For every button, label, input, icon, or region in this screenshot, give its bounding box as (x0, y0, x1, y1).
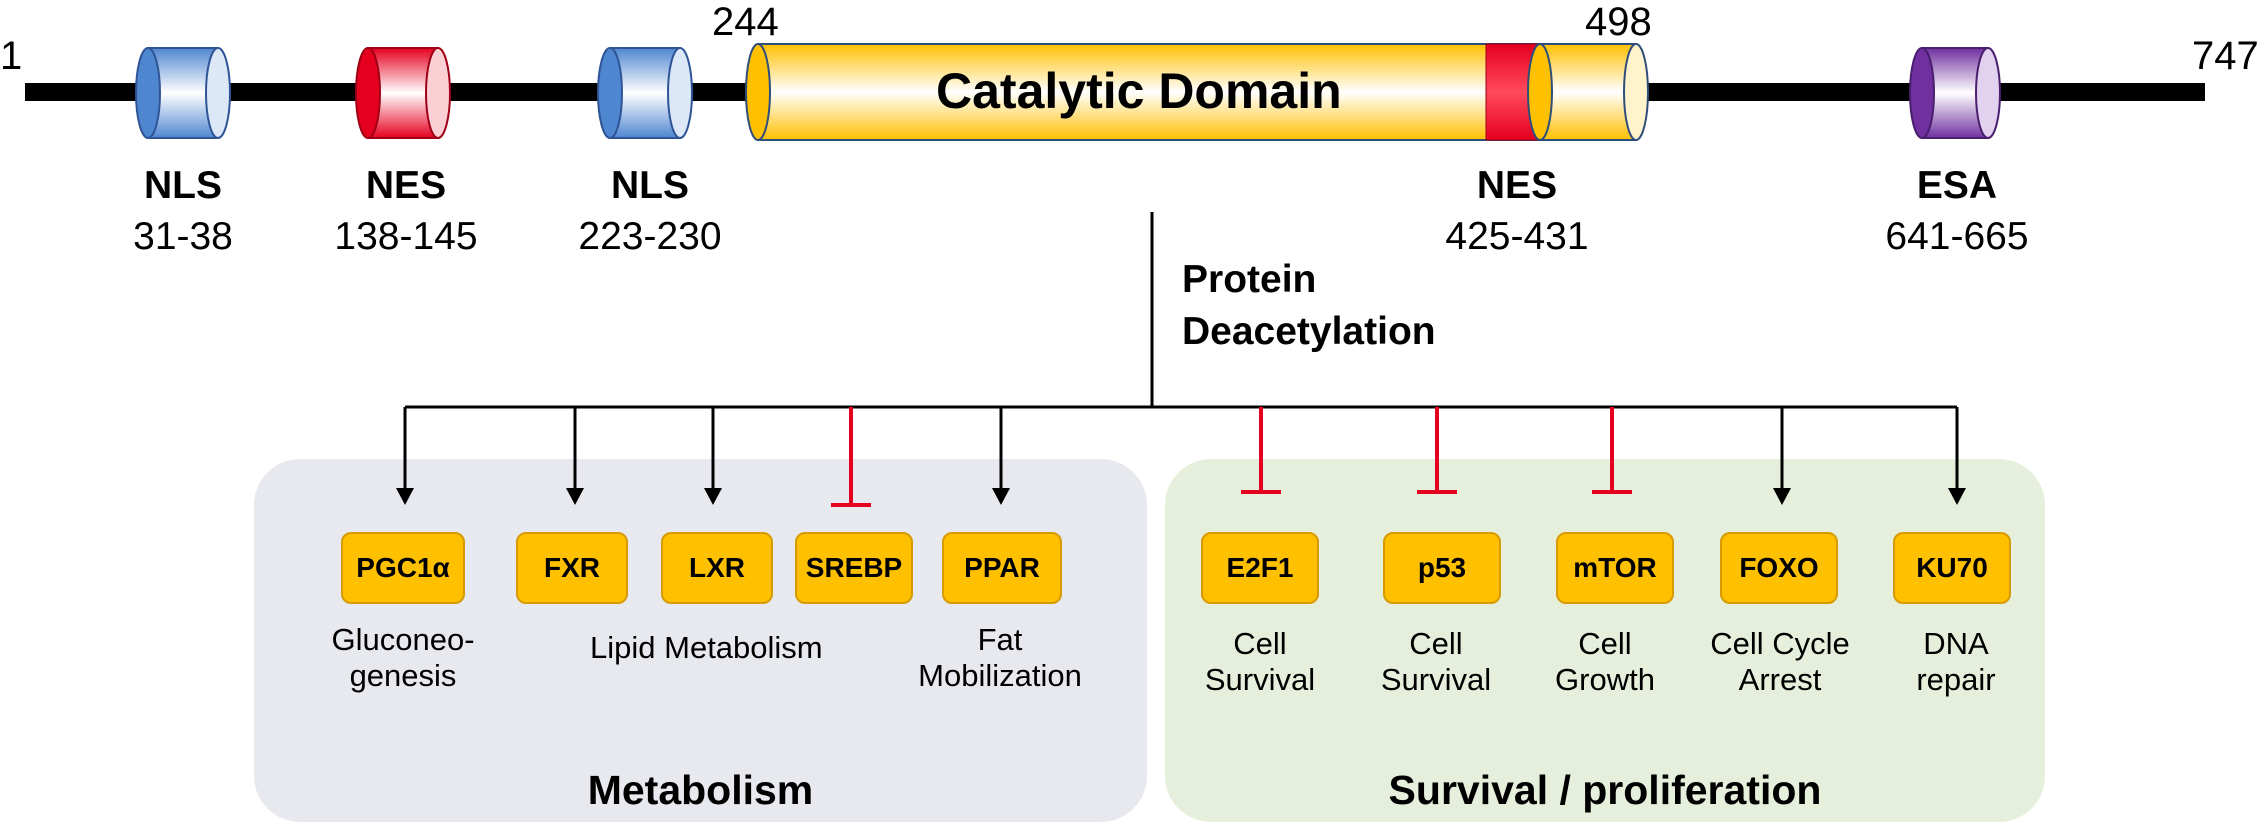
domain-nes-1: NES 138-145 (316, 166, 496, 256)
function-line: Fat (977, 622, 1023, 657)
inhibit-e2f1 (1241, 407, 1281, 494)
domain-range: 425-431 (1445, 215, 1589, 258)
catalytic-domain (745, 43, 1649, 141)
domain-name: ESA (1916, 164, 1998, 207)
function-gluconeogenesis: Gluconeo- genesis (303, 622, 503, 694)
target-pgc1a: PGC1α (341, 532, 465, 604)
domain-nls-2: NLS 223-230 (560, 166, 740, 256)
catalytic-domain-label: Catalytic Domain (936, 63, 1342, 119)
function-line: Cell (1578, 626, 1632, 661)
function-line: Arrest (1738, 662, 1822, 697)
survival-panel (1165, 459, 2045, 822)
nls-domain-2 (597, 47, 693, 139)
arrow-pgc1a (396, 407, 414, 505)
function-line: Survival (1380, 662, 1492, 697)
function-mtor: Cell Growth (1525, 626, 1685, 698)
arrow-ku70 (1948, 407, 1966, 505)
target-e2f1: E2F1 (1201, 532, 1319, 604)
arrow-foxo (1773, 407, 1791, 505)
function-line: Mobilization (918, 658, 1082, 693)
function-line: DNA (1923, 626, 1989, 661)
catalytic-start: 244 (712, 0, 779, 44)
process-line-1: Protein (1182, 258, 1317, 301)
arrow-lxr (704, 407, 722, 505)
function-line: Cell (1409, 626, 1463, 661)
function-line: Metabolism (664, 630, 823, 665)
arrow-ppar (992, 407, 1010, 505)
function-lipid-metabolism: Lipid Metabolism (590, 630, 823, 666)
target-mtor: mTOR (1556, 532, 1674, 604)
function-line: genesis (349, 658, 457, 693)
function-fat-mobilization: Fat Mobilization (900, 622, 1100, 694)
inhibit-mtor (1592, 407, 1632, 494)
domain-range: 31-38 (133, 215, 233, 258)
catalytic-end: 498 (1585, 0, 1652, 44)
domain-nes-2: NES 425-431 (1427, 166, 1607, 256)
target-p53: p53 (1383, 532, 1501, 604)
process-line-2: Deacetylation (1182, 310, 1436, 353)
function-line: Cell Cycle (1710, 626, 1850, 661)
function-line: repair (1916, 662, 1996, 697)
domain-name: NLS (144, 164, 222, 207)
process-label: Protein Deacetylation (1182, 254, 1436, 358)
function-ku70: DNA repair (1876, 626, 2036, 698)
domain-name: NLS (611, 164, 689, 207)
survival-title: Survival / proliferation (1388, 767, 1822, 813)
metabolism-title: Metabolism (587, 767, 814, 813)
function-line: Lipid (590, 630, 656, 665)
domain-range: 138-145 (334, 215, 478, 258)
function-line: Cell (1233, 626, 1287, 661)
target-ppar: PPAR (942, 532, 1062, 604)
function-line: Gluconeo- (331, 622, 475, 657)
target-ku70: KU70 (1893, 532, 2011, 604)
esa-domain (1909, 47, 2001, 139)
residue-end: 747 (2192, 34, 2259, 78)
inhibit-srebp (831, 407, 871, 507)
domain-name: NES (1476, 164, 1558, 207)
arrow-fxr (566, 407, 584, 505)
nes-domain-1 (355, 47, 451, 139)
residue-start: 1 (0, 34, 23, 78)
function-foxo: Cell Cycle Arrest (1690, 626, 1870, 698)
target-lxr: LXR (661, 532, 773, 604)
function-e2f1: Cell Survival (1180, 626, 1340, 698)
target-fxr: FXR (516, 532, 628, 604)
domain-nls-1: NLS 31-38 (103, 166, 263, 256)
domain-name: NES (365, 164, 447, 207)
function-p53: Cell Survival (1356, 626, 1516, 698)
domain-range: 641-665 (1885, 215, 2029, 258)
nls-domain-1 (135, 47, 231, 139)
function-line: Survival (1204, 662, 1316, 697)
target-srebp: SREBP (795, 532, 913, 604)
domain-esa: ESA 641-665 (1867, 166, 2047, 256)
metabolism-panel (254, 459, 1147, 822)
function-line: Growth (1555, 662, 1655, 697)
target-foxo: FOXO (1720, 532, 1838, 604)
inhibit-p53 (1417, 407, 1457, 494)
domain-range: 223-230 (578, 215, 722, 258)
